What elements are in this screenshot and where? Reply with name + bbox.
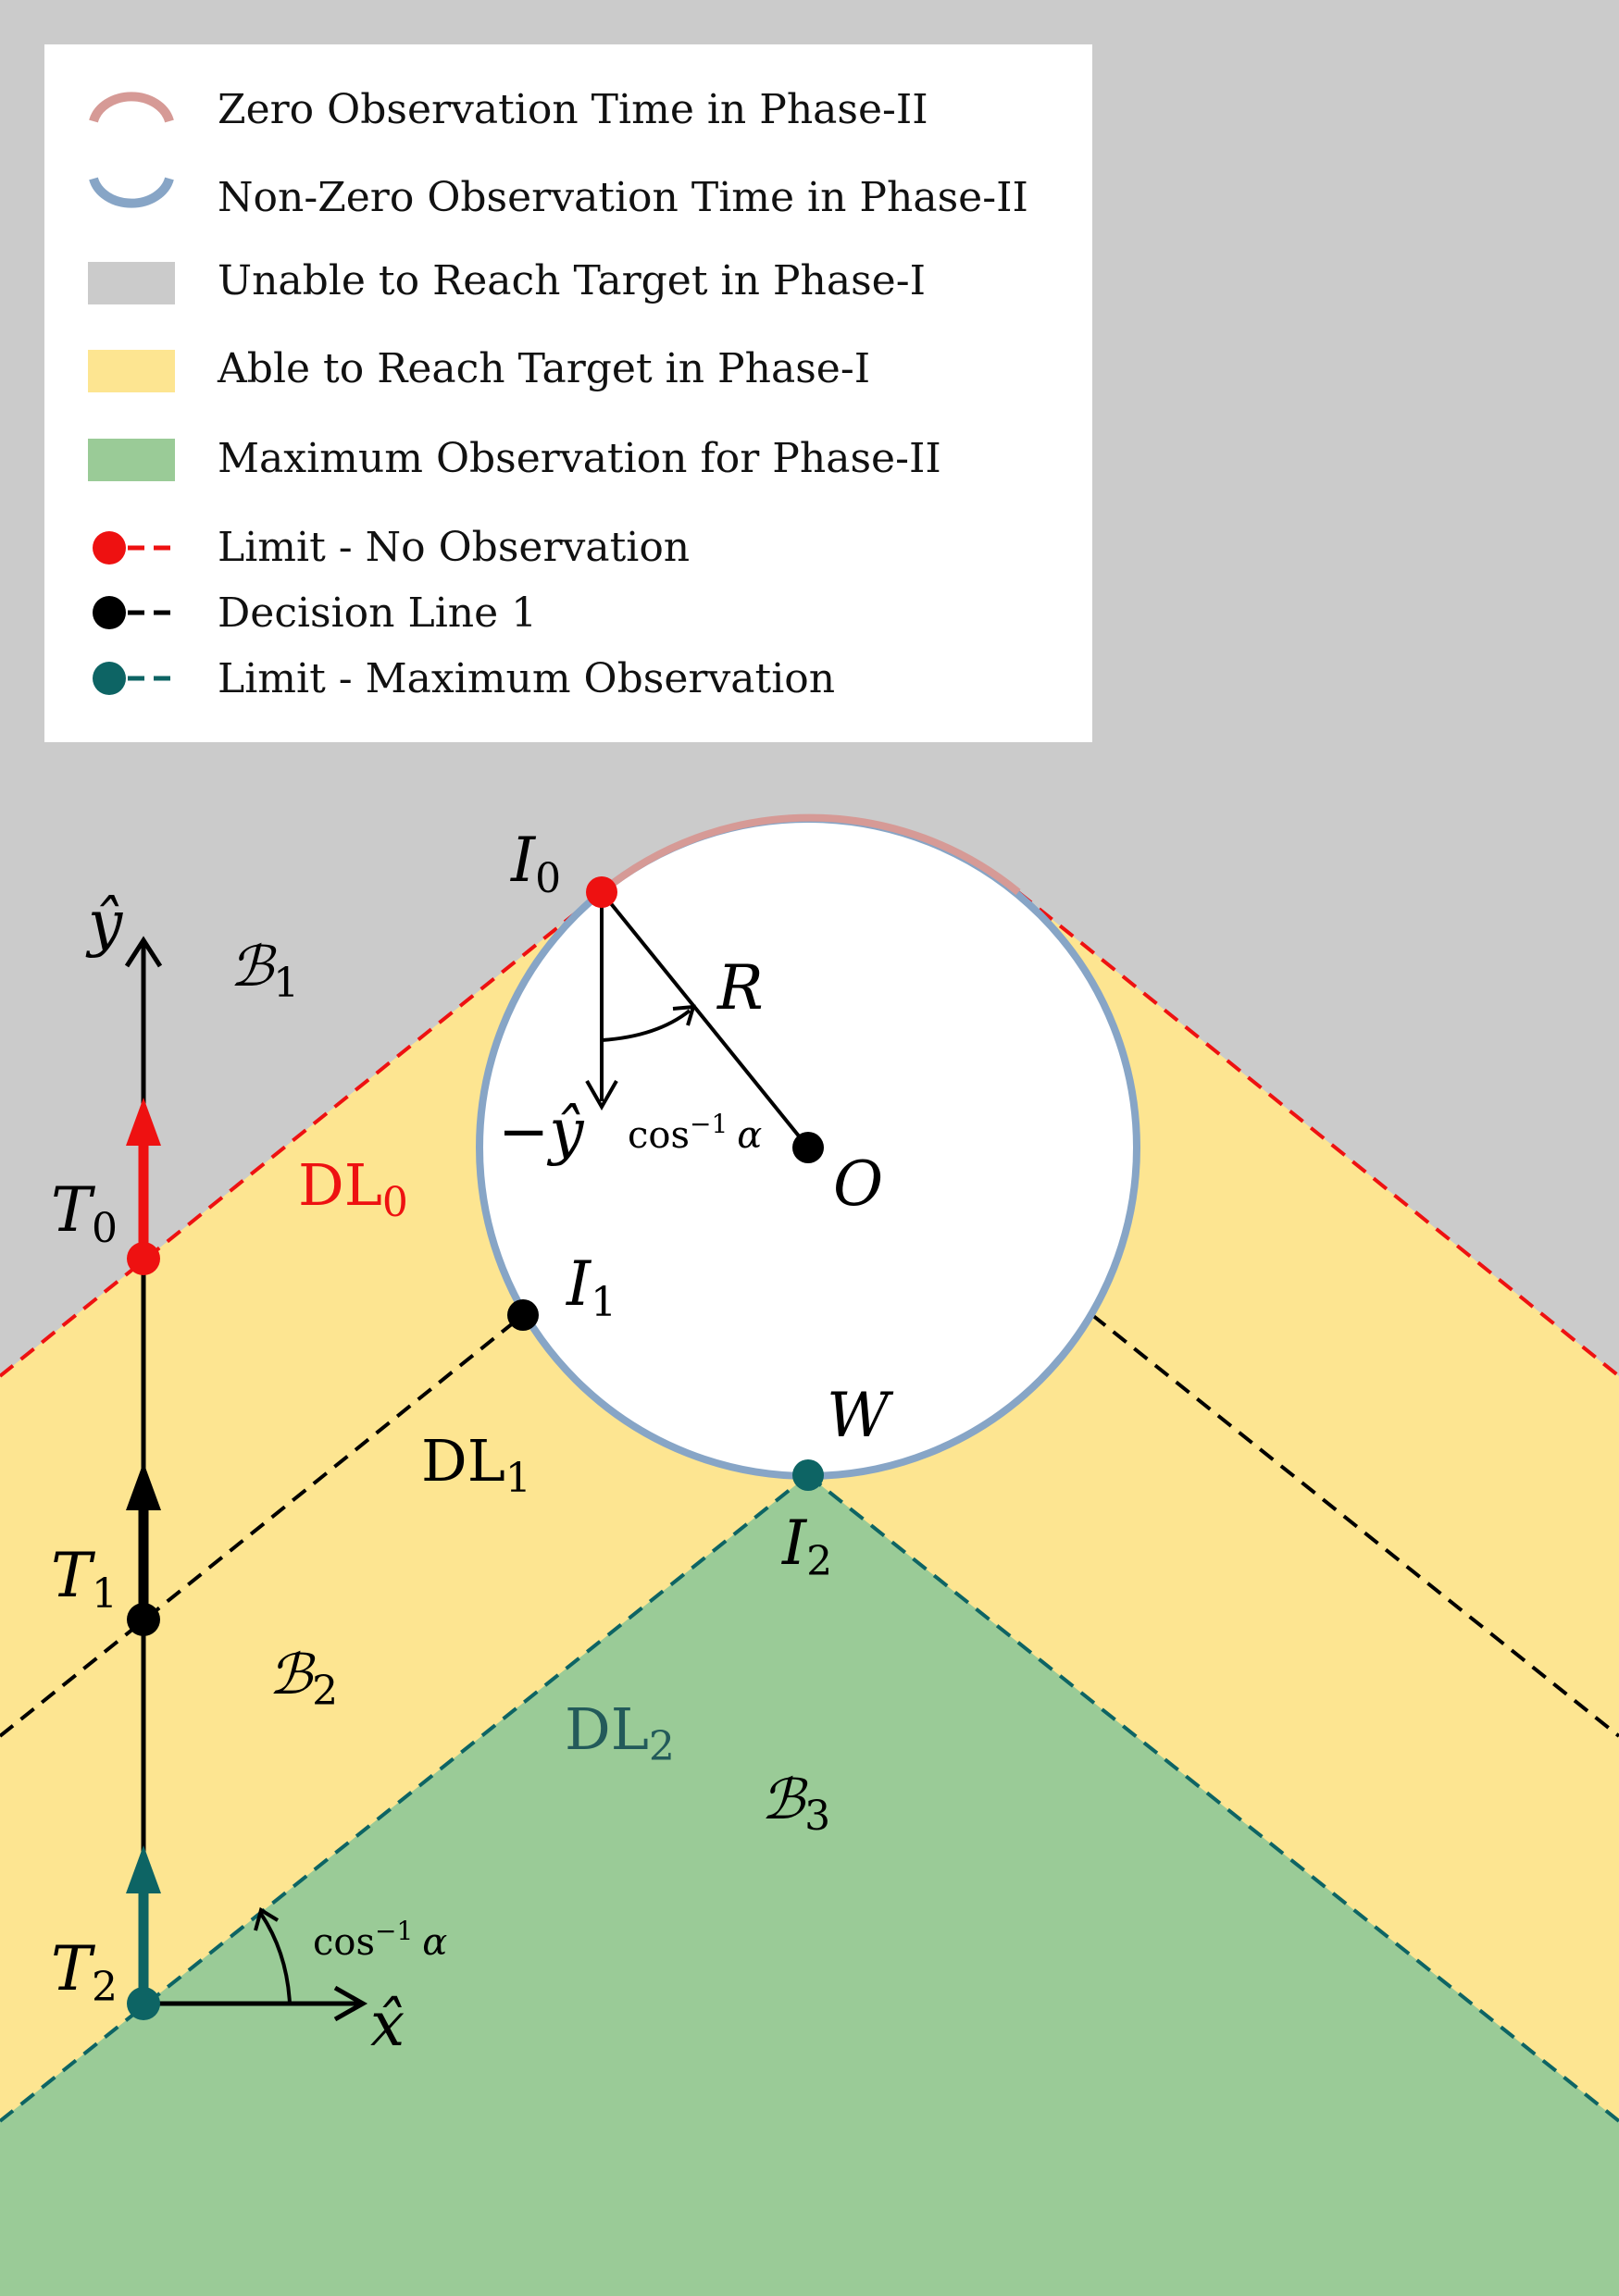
- angle-arc-bottom-arrowhead: [254, 1906, 280, 1931]
- label-B3: ℬ3: [761, 1768, 830, 1840]
- zero-obs-legend-icon: [89, 92, 174, 123]
- label-B1: ℬ1: [230, 935, 299, 1007]
- decision-line-right: [1090, 1313, 1619, 1738]
- max-obs-legend-swatch: [88, 439, 175, 481]
- legend: Zero Observation Time in Phase-II Non-Ze…: [44, 44, 1092, 742]
- legend-decision-line-1: Decision Line 1: [218, 590, 537, 637]
- point-T1: [127, 1603, 160, 1636]
- angle-arc-top: [601, 1009, 691, 1042]
- label-R: R: [716, 952, 764, 1024]
- angle-arc-bottom: [259, 1912, 292, 2004]
- x-axis-arrowhead: [333, 1985, 368, 2022]
- decision-line-legend-marker: [93, 596, 126, 629]
- label-DL1: DL1: [421, 1427, 531, 1502]
- label-O: O: [833, 1148, 883, 1220]
- legend-unable: Unable to Reach Target in Phase-I: [218, 257, 926, 304]
- neg-y-arrowhead: [585, 1080, 618, 1111]
- label-I0: I0: [510, 825, 561, 902]
- point-W: [792, 1459, 824, 1491]
- point-T2: [127, 1987, 160, 2020]
- t0-velocity-arrowhead: [126, 1098, 161, 1146]
- point-I1: [507, 1299, 539, 1331]
- legend-zero-obs: Zero Observation Time in Phase-II: [218, 86, 928, 133]
- label-DL2: DL2: [565, 1695, 675, 1770]
- label-yhat: ŷ: [85, 887, 123, 959]
- y-axis-arrowhead: [124, 936, 163, 968]
- max-obs-region: [0, 1475, 1619, 2296]
- label-T0: T0: [51, 1174, 118, 1252]
- point-T0: [127, 1242, 160, 1275]
- label-I2: I2: [781, 1508, 832, 1585]
- decision-line-left: [0, 1313, 525, 1738]
- legend-max-obs: Maximum Observation for Phase-II: [218, 435, 941, 482]
- legend-nonzero-obs: Non-Zero Observation Time in Phase-II: [218, 174, 1028, 221]
- limit-no-obs-legend-marker: [93, 531, 126, 565]
- point-I0: [586, 876, 617, 908]
- label-xhat: x̂: [370, 1989, 405, 2060]
- label-T1: T1: [51, 1540, 118, 1618]
- limit-no-obs-line-right: [1016, 890, 1619, 1378]
- radius-line: [600, 890, 810, 1149]
- label-neg-yhat: −ŷ: [498, 1096, 584, 1167]
- label-T2: T2: [51, 1933, 118, 2011]
- unable-legend-swatch: [88, 262, 175, 304]
- label-W: W: [827, 1380, 894, 1451]
- able-legend-swatch: [88, 350, 175, 392]
- legend-limit-max-obs: Limit - Maximum Observation: [218, 655, 835, 702]
- label-I1: I1: [566, 1248, 616, 1326]
- legend-box: [44, 44, 1092, 742]
- angle-arc-top-arrowhead: [672, 1004, 696, 1026]
- legend-limit-no-obs: Limit - No Observation: [218, 524, 690, 571]
- t2-velocity-arrowhead: [126, 1845, 161, 1893]
- zero-obs-arc: [599, 813, 1021, 896]
- legend-able: Able to Reach Target in Phase-I: [217, 345, 870, 392]
- label-B2: ℬ2: [268, 1643, 338, 1715]
- nonzero-obs-legend-icon: [89, 177, 174, 208]
- point-O: [792, 1132, 824, 1163]
- limit-max-obs-legend-marker: [93, 662, 126, 695]
- t1-velocity-arrowhead: [126, 1462, 161, 1510]
- label-DL0: DL0: [298, 1151, 408, 1226]
- limit-no-obs-line-left: [0, 890, 604, 1378]
- limit-max-obs-line-right: [806, 1473, 1619, 2123]
